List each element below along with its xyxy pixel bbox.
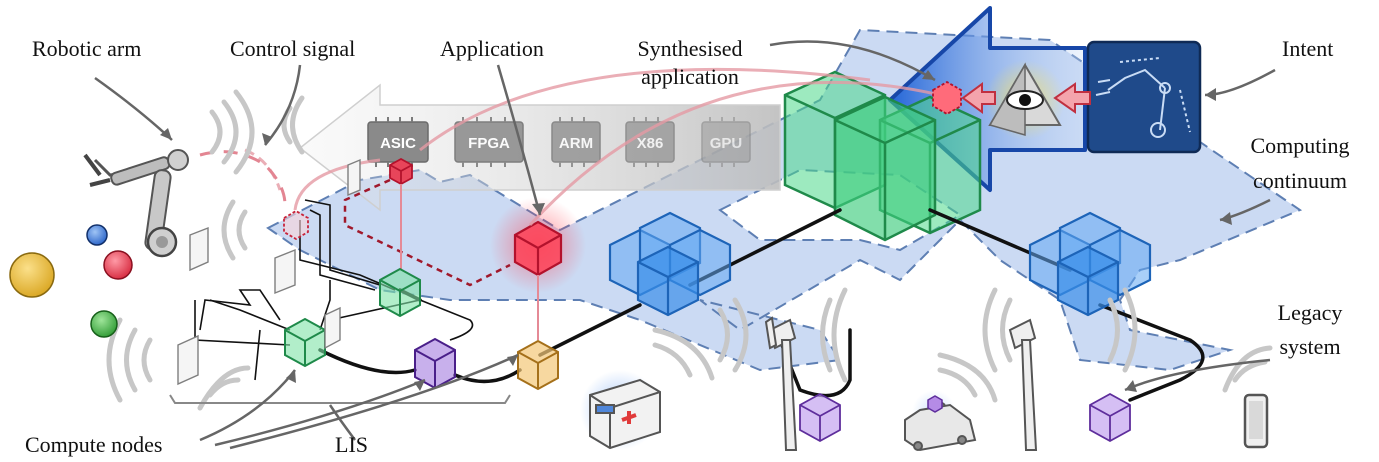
asic-app-cube xyxy=(389,157,413,186)
chip-fpga: FPGA xyxy=(454,117,524,167)
intent-panel xyxy=(1086,40,1202,154)
tablet-icon xyxy=(1243,393,1269,449)
legacy-purple-cube-1 xyxy=(799,392,841,443)
robotic-arm-icon xyxy=(83,149,189,258)
label-intent: Intent xyxy=(1282,36,1334,61)
chip-label-2: ARM xyxy=(559,135,593,152)
ambulance-icon xyxy=(589,378,661,450)
label-robotic-arm: Robotic arm xyxy=(32,36,142,61)
sensor-sheets xyxy=(177,158,361,386)
label-compute-nodes: Compute nodes xyxy=(25,432,163,457)
car-purple-cube xyxy=(927,395,943,413)
label-application: Application xyxy=(440,36,544,61)
synthesised-app-cube xyxy=(932,80,962,116)
deploy-verticals xyxy=(400,184,539,340)
edge-blue-cubes-left xyxy=(608,211,732,317)
eye-icon xyxy=(988,62,1062,136)
chip-arm: ARM xyxy=(551,117,601,167)
chip-label-0: ASIC xyxy=(380,135,416,152)
label-legacy-line2: system xyxy=(1279,334,1341,359)
compute-node-green-1 xyxy=(379,267,421,318)
hardware-arrow xyxy=(298,83,781,212)
cloud-green-cubes xyxy=(783,70,982,242)
green-ball xyxy=(90,310,118,338)
label-control-signal: Control signal xyxy=(230,36,356,61)
compute-node-purple xyxy=(414,337,456,390)
label-lis: LIS xyxy=(335,432,368,457)
chip-label-1: FPGA xyxy=(468,135,510,152)
lis-bracket xyxy=(169,394,511,404)
label-computing-line1: Computing xyxy=(1250,133,1350,158)
control-signal-dashes xyxy=(199,150,287,206)
hardware-chips: ASIC FPGA ARM X86 GPU xyxy=(367,117,751,167)
car-icon xyxy=(904,398,977,452)
compute-node-orange xyxy=(517,339,559,391)
edge-blue-cubes-right xyxy=(1028,211,1152,317)
application-cube xyxy=(513,220,563,277)
antenna-tower-icon xyxy=(764,316,1038,451)
label-synthesised-line2: application xyxy=(641,64,739,89)
label-pointer-heads xyxy=(160,70,1232,392)
chip-label-3: X86 xyxy=(637,135,664,152)
compute-node-green-2 xyxy=(284,317,326,368)
chip-gpu: GPU xyxy=(701,117,751,167)
intent-flow-arrows xyxy=(961,82,1091,114)
chip-x86: X86 xyxy=(625,117,675,167)
label-legacy-line1: Legacy xyxy=(1277,300,1343,325)
label-synthesised-line1: Synthesised xyxy=(637,36,743,61)
red-ball xyxy=(103,250,133,280)
yellow-ball xyxy=(9,252,55,298)
label-computing-line2: continuum xyxy=(1252,168,1348,193)
robotic-arm-blueprint-icon xyxy=(1095,57,1191,138)
legacy-purple-cube-2 xyxy=(1089,392,1131,443)
target-dashed-cube xyxy=(283,209,309,241)
blue-ball xyxy=(86,224,108,246)
chip-label-4: GPU xyxy=(710,135,743,152)
